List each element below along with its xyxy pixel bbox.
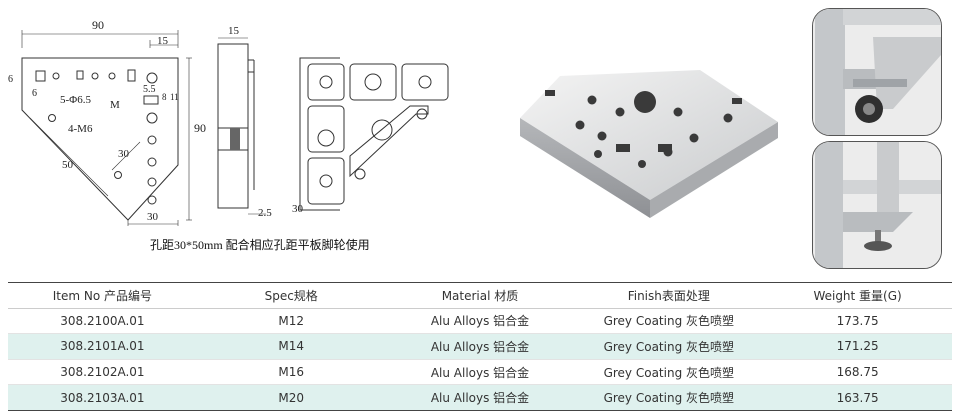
cell-weight: 171.25 [836,339,879,354]
product-render [500,40,800,230]
dim-6-inner: 6 [32,88,37,99]
cell-material: Alu Alloys 铝合金 [430,339,530,354]
cell-spec: M20 [278,390,304,405]
dim-90-top: 90 [92,18,104,32]
table-row: 308.2102A.01 M16 Alu Alloys 铝合金 Grey Coa… [8,359,952,385]
side-dim-15: 15 [228,25,240,37]
col-item-no: Item No 产品编号 [52,288,153,303]
cell-material: Alu Alloys 铝合金 [430,314,530,329]
col-spec: Spec规格 [264,288,318,303]
technical-drawing: 90 15 5.5 6 6 5-Φ6.5 M 8 11 4-M6 90 30 5… [0,0,463,270]
table-header-row: Item No 产品编号 Spec规格 Material 材质 Finish表面… [8,282,952,309]
side-dim-2-5: 2.5 [258,207,272,219]
caster-application-photo [812,8,942,136]
front-view-outline [21,57,179,221]
cell-finish: Grey Coating 灰色喷塑 [603,314,734,329]
foot-application-photo [812,141,942,269]
cell-finish: Grey Coating 灰色喷塑 [603,339,734,354]
dim-30-bottom: 30 [147,211,159,223]
cell-finish: Grey Coating 灰色喷塑 [603,391,734,406]
dim-6-left: 6 [8,74,13,85]
back-dim-30: 30 [292,203,304,215]
cell-item-no: 308.2100A.01 [60,313,145,328]
dim-5-5: 5.5 [143,84,156,95]
dim-30-diag: 30 [118,148,130,160]
table-row: 308.2101A.01 M14 Alu Alloys 铝合金 Grey Coa… [8,333,952,360]
holes-label: 5-Φ6.5 [60,94,91,106]
caster-photo-svg [813,9,941,135]
col-weight: Weight 重量(G) [813,288,902,303]
render-svg [520,70,778,218]
cell-spec: M14 [278,339,304,354]
side-view-outline [217,43,249,209]
cell-material: Alu Alloys 铝合金 [430,391,530,406]
dim-50-diag: 50 [62,159,74,171]
drawing-svg: 90 15 5.5 6 6 5-Φ6.5 M 8 11 4-M6 90 30 5… [8,18,463,226]
back-view-pockets [307,63,449,205]
drawing-caption: 孔距30*50mm 配合相应孔距平板脚轮使用 [150,238,370,252]
cell-material: Alu Alloys 铝合金 [430,365,530,380]
cell-weight: 168.75 [836,365,879,380]
dim-90-right: 90 [194,121,206,135]
spec-table: Item No 产品编号 Spec规格 Material 材质 Finish表面… [8,282,952,411]
cell-item-no: 308.2103A.01 [60,390,145,405]
dim-15-top: 15 [157,35,169,47]
table-row: 308.2100A.01 M12 Alu Alloys 铝合金 Grey Coa… [8,308,952,334]
cell-spec: M16 [278,365,304,380]
m-label: M [110,99,120,111]
cell-weight: 173.75 [836,313,879,328]
table-row: 308.2103A.01 M20 Alu Alloys 铝合金 Grey Coa… [8,384,952,411]
cell-item-no: 308.2101A.01 [60,339,145,354]
cell-weight: 163.75 [836,390,879,405]
dim-8: 8 [162,92,167,102]
cell-item-no: 308.2102A.01 [60,365,145,380]
col-finish: Finish表面处理 [627,288,710,303]
thread-label: 4-M6 [68,123,93,135]
foot-photo-svg [813,142,941,268]
dim-11: 11 [170,92,179,102]
cell-spec: M12 [278,313,304,328]
cell-finish: Grey Coating 灰色喷塑 [603,365,734,380]
col-material: Material 材质 [441,288,519,303]
